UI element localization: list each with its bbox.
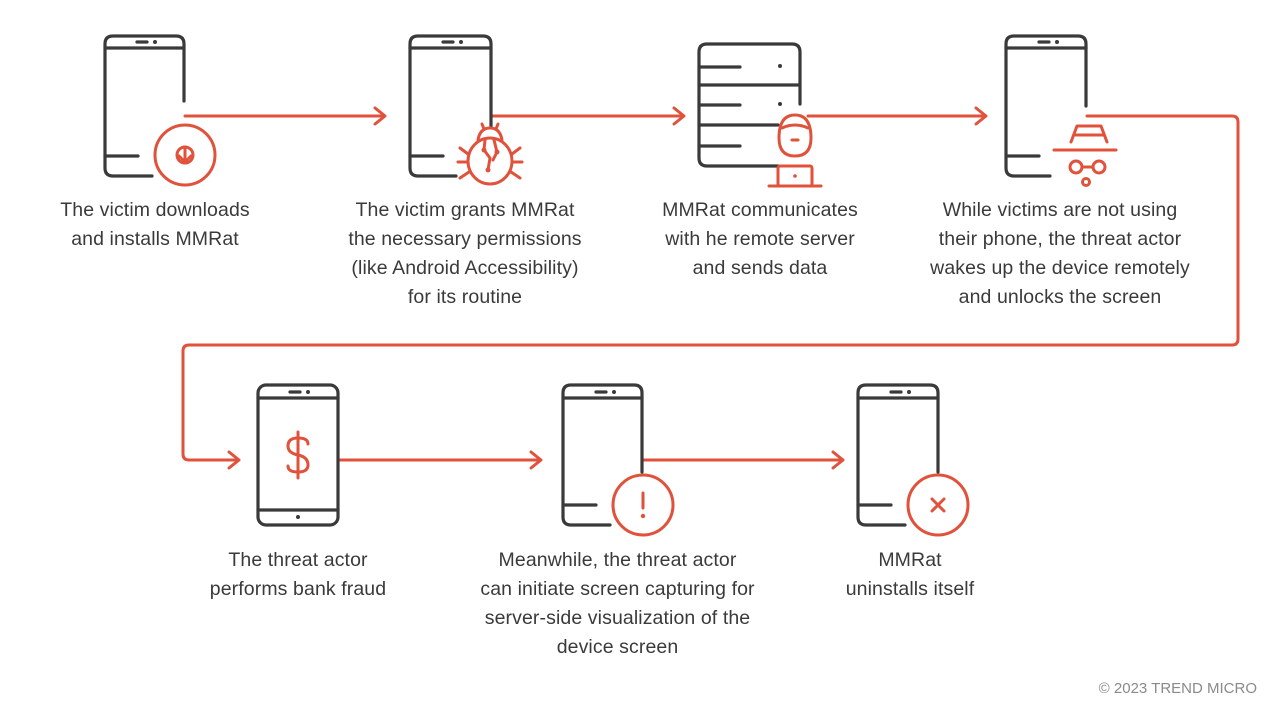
step-3-caption: MMRat communicates with he remote server… — [662, 199, 858, 279]
connector-1-2 — [183, 106, 387, 126]
step-7-icon — [856, 383, 970, 537]
bug-icon — [456, 122, 524, 186]
connector-2-3 — [490, 106, 686, 126]
server-icon — [697, 42, 802, 168]
step-7-caption: MMRat uninstalls itself — [845, 549, 975, 600]
step-2-caption: The victim grants MMRat the necessary pe… — [348, 199, 582, 308]
phone-icon — [1004, 34, 1088, 178]
copyright-text: © 2023 TREND MICRO — [1098, 680, 1257, 697]
phone-icon — [103, 34, 186, 178]
dollar-icon — [286, 430, 310, 480]
step-6-icon — [561, 383, 675, 537]
hacker-icon — [767, 113, 823, 188]
step-4-caption: While victims are not using their phone,… — [930, 199, 1190, 308]
alert-icon — [611, 473, 675, 537]
step-5-icon — [256, 383, 340, 527]
spy-icon — [1052, 124, 1118, 187]
step-6-caption: Meanwhile, the threat actor can initiate… — [480, 549, 755, 658]
phone-icon — [256, 383, 340, 527]
connector-5-6 — [338, 450, 543, 470]
step-5-caption: The threat actor performs bank fraud — [209, 549, 387, 600]
step-1-caption: The victim downloads and installs MMRat — [60, 199, 250, 250]
phone-icon — [856, 383, 940, 527]
connector-3-4 — [806, 106, 988, 126]
phone-icon — [561, 383, 644, 527]
connector-4-5 — [181, 114, 1240, 470]
phone-icon — [408, 34, 493, 178]
x-circle-icon — [906, 473, 970, 537]
step-1-icon — [103, 34, 217, 187]
step-4-icon — [1004, 34, 1118, 187]
connector-6-7 — [641, 450, 845, 470]
download-icon — [153, 123, 217, 187]
step-2-icon — [408, 34, 524, 186]
step-3-icon — [697, 42, 823, 188]
